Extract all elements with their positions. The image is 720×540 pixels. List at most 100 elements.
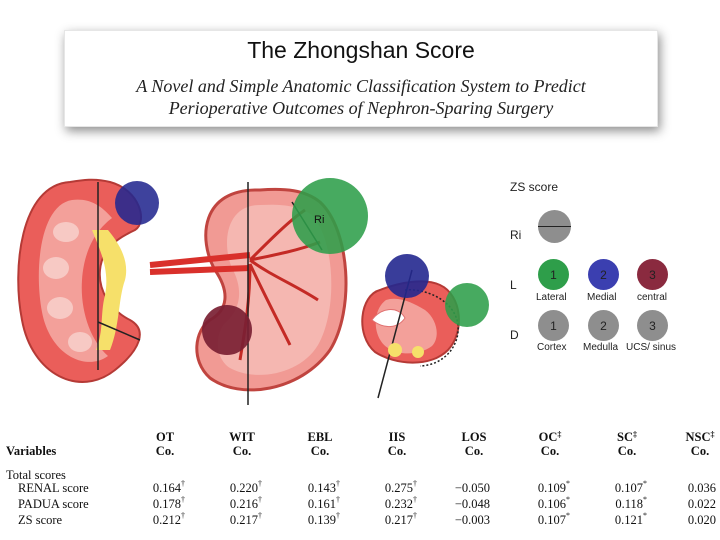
table-cell-value: 0.232 xyxy=(384,497,413,511)
column-header-unit: Co. xyxy=(690,444,710,458)
table-cell-value: −0.048 xyxy=(454,497,490,511)
table-cell: 0.109* xyxy=(510,479,572,496)
legend-sinus-circle: 3 xyxy=(637,310,668,341)
column-header-name: SC xyxy=(617,430,633,444)
table-cell: 0.161† xyxy=(280,495,342,512)
table-cell: 0.118* xyxy=(587,495,649,512)
subtitle-line-2: Perioperative Outcomes of Nephron-Sparin… xyxy=(168,98,554,118)
table-row-label: ZS score xyxy=(18,513,63,527)
legend-medial-caption: Medial xyxy=(587,292,617,303)
ri-label: Ri xyxy=(314,214,324,226)
table-cell-value: 0.139 xyxy=(307,513,336,527)
table-cell-value: 0.107 xyxy=(537,513,566,527)
column-header-name: NSC xyxy=(685,430,711,444)
table-cell-significance: * xyxy=(566,511,570,520)
column-header: SC‡ Co. xyxy=(602,430,652,458)
kidney-small-view xyxy=(361,269,460,399)
lateral-tumor-circle-small xyxy=(445,283,489,327)
table-cell: −0.003 xyxy=(434,513,496,528)
column-header-unit: Co. xyxy=(387,444,407,458)
table-cell-significance: † xyxy=(181,479,185,488)
table-cell: 0.020 xyxy=(660,513,720,528)
medial-tumor-circle-small xyxy=(385,254,429,298)
table-cell-value: 0.220 xyxy=(229,481,258,495)
column-header-unit: Co. xyxy=(540,444,560,458)
table-cell-significance: † xyxy=(336,495,340,504)
legend-medial-circle: 2 xyxy=(588,259,619,290)
table-cell-significance: * xyxy=(566,495,570,504)
column-header-unit: Co. xyxy=(155,444,175,458)
column-header-unit: Co. xyxy=(310,444,330,458)
legend-ri-icon xyxy=(538,210,571,243)
column-header-name: EBL xyxy=(307,430,333,444)
legend-medulla-caption: Medulla xyxy=(583,342,619,353)
table-cell: −0.050 xyxy=(434,481,496,496)
table-cell-value: 0.106 xyxy=(537,497,566,511)
table-cell-significance: † xyxy=(336,511,340,520)
table-cell-value: 0.143 xyxy=(307,481,336,495)
table-cell-value: 0.022 xyxy=(687,497,716,511)
table-cell-value: 0.161 xyxy=(307,497,336,511)
legend-lateral-caption: Lateral xyxy=(536,292,567,303)
page-subtitle: A Novel and Simple Anatomic Classificati… xyxy=(65,75,657,119)
column-header-footnote: ‡ xyxy=(710,430,715,439)
table-cell-value: 0.118 xyxy=(615,497,643,511)
table-cell-significance: * xyxy=(643,511,647,520)
table-row-label: RENAL score xyxy=(18,481,89,495)
zs-score-legend: ZS score Ri L 1 Lateral 2 Medial 3 centr… xyxy=(470,170,710,370)
page-title: The Zhongshan Score xyxy=(247,37,475,63)
legend-central-circle: 3 xyxy=(637,259,668,290)
table-cell-significance: † xyxy=(336,479,340,488)
legend-row-label-l: L xyxy=(510,278,517,292)
table-cell: 0.107* xyxy=(587,479,649,496)
table-cell: 0.164† xyxy=(125,479,187,496)
table-cell: 0.139† xyxy=(280,511,342,528)
table-cell-significance: † xyxy=(413,511,417,520)
table-cell-value: 0.036 xyxy=(687,481,716,495)
subtitle-line-1: A Novel and Simple Anatomic Classificati… xyxy=(136,76,586,96)
kidney-cross-section xyxy=(17,178,142,383)
column-header-name: WIT xyxy=(229,430,255,444)
table-cell: 0.275† xyxy=(357,479,419,496)
legend-central-caption: central xyxy=(637,292,668,303)
central-tumor-circle xyxy=(202,305,252,355)
legend-cortex-circle: 1 xyxy=(538,310,569,341)
table-cell-value: 0.121 xyxy=(614,513,643,527)
table-cell-value: 0.020 xyxy=(687,513,716,527)
table-cell-value: 0.164 xyxy=(152,481,181,495)
table-cell-significance: † xyxy=(258,495,262,504)
table-cell-value: 0.217 xyxy=(229,513,258,527)
group-label: Total scores xyxy=(6,468,66,482)
table-cell: 0.216† xyxy=(202,495,264,512)
table-cell-significance: † xyxy=(258,511,262,520)
table-cell-significance: * xyxy=(643,495,647,504)
kidney-illustration: Ri xyxy=(17,178,489,405)
column-header-name: OC xyxy=(538,430,558,444)
table-cell-value: −0.050 xyxy=(454,481,490,495)
table-row-label: PADUA score xyxy=(18,497,89,511)
legend-lateral-circle: 1 xyxy=(538,259,569,290)
column-header-name: IIS xyxy=(388,430,406,444)
table-cell-significance: † xyxy=(181,511,185,520)
medial-tumor-circle xyxy=(115,181,159,225)
column-header-footnote: ‡ xyxy=(632,430,637,439)
table-cell-value: 0.216 xyxy=(229,497,258,511)
table-cell-value: 0.275 xyxy=(384,481,413,495)
table-cell-value: 0.217 xyxy=(384,513,413,527)
table-cell-value: 0.107 xyxy=(614,481,643,495)
column-header-unit: Co. xyxy=(464,444,484,458)
table-cell-significance: † xyxy=(413,495,417,504)
table-cell: 0.232† xyxy=(357,495,419,512)
legend-row-label-ri: Ri xyxy=(510,228,522,242)
table-cell: 0.212† xyxy=(125,511,187,528)
table-cell-significance: † xyxy=(181,495,185,504)
column-header-name: LOS xyxy=(461,430,487,444)
column-header-unit: Co. xyxy=(617,444,637,458)
table-cell-significance: † xyxy=(413,479,417,488)
